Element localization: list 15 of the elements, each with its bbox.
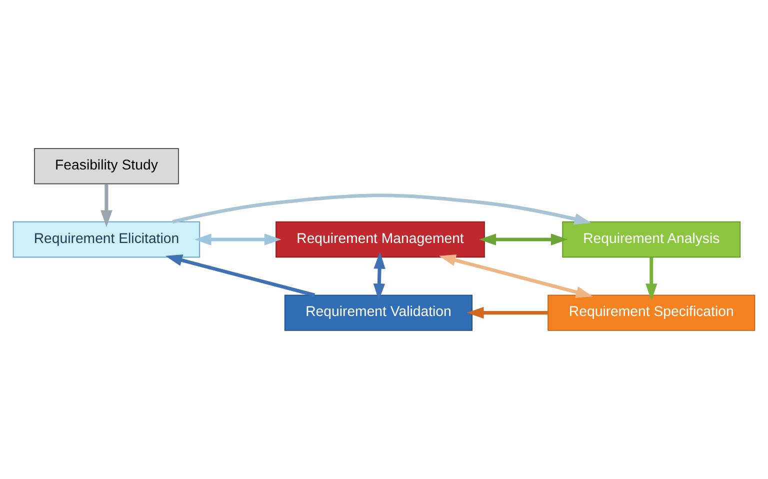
arrow xyxy=(438,254,593,298)
node-box: Requirement Elicitation xyxy=(12,221,200,258)
arrow xyxy=(373,252,386,300)
arrow xyxy=(172,194,592,225)
node-box: Requirement Specification xyxy=(548,294,756,331)
arrow xyxy=(165,254,315,297)
node-box: Requirement Management xyxy=(276,221,485,258)
arrow xyxy=(479,234,568,246)
arrow xyxy=(645,257,658,300)
node-box: Requirement Analysis xyxy=(562,221,741,258)
node-box: Requirement Validation xyxy=(284,294,473,331)
node-box: Feasibility Study xyxy=(34,148,179,184)
arrow xyxy=(194,234,282,246)
arrow xyxy=(466,306,548,319)
arrow xyxy=(100,184,112,228)
